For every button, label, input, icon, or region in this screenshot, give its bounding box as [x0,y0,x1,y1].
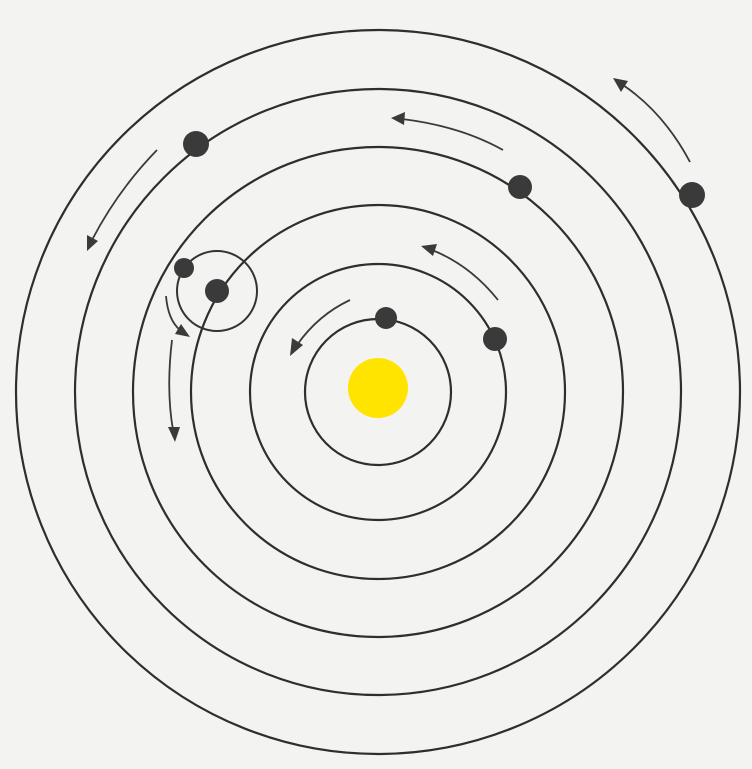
planet-6 [679,182,705,208]
planet-5 [183,131,209,157]
arrow-orbit-5 [87,150,157,251]
moon [174,258,194,278]
planet-1 [375,307,397,329]
sun [348,358,408,418]
arrow-orbit-3 [168,340,180,442]
planet-3-earth [205,279,229,303]
planet-2 [483,327,507,351]
arrow-orbit-6 [613,78,690,162]
planets [174,131,705,351]
arrow-orbit-2 [421,244,498,300]
planet-4 [508,175,532,199]
arrow-orbit-4 [391,112,503,150]
